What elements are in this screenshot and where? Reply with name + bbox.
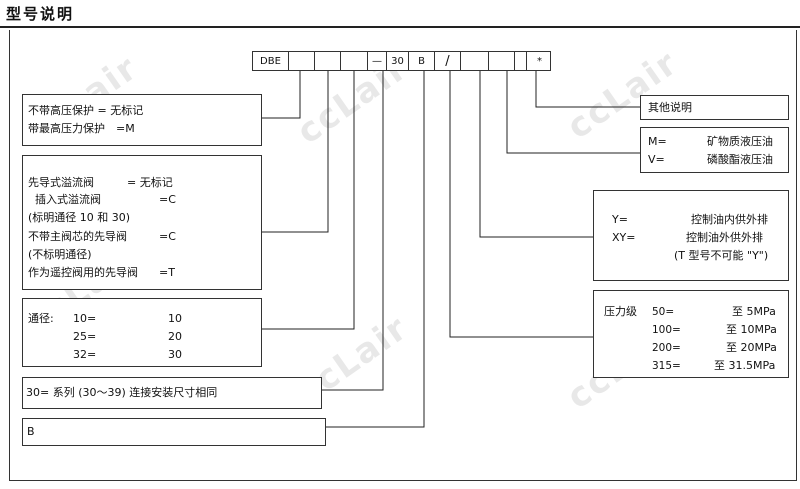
bore-key: 10=: [73, 312, 97, 325]
pressure-value: 至 31.5MPa: [714, 359, 776, 372]
valve-type-note: (标明通径 10 和 30): [28, 211, 131, 224]
bore-value: 30: [168, 348, 182, 361]
bore-key: 25=: [73, 330, 97, 343]
valve-type-box: 先导式溢流阀 = 无标记 插入式溢流阀 =C (标明通径 10 和 30) 不带…: [22, 155, 262, 290]
code-cell: [341, 52, 368, 70]
oil-key: M=: [648, 135, 667, 148]
pressure-label: 压力级: [604, 305, 637, 318]
valve-type-label: 作为遥控阀用的先导阀: [28, 266, 138, 279]
oil-key: V=: [648, 153, 665, 166]
other-text: 其他说明: [648, 101, 692, 114]
oil-value: 磷酸酯液压油: [707, 153, 773, 166]
drain-key: Y=: [612, 213, 628, 226]
b-box: B: [22, 418, 326, 446]
bore-box: 通径: 10= 10 25= 20 32= 30: [22, 298, 262, 367]
code-cell: [489, 52, 515, 70]
drain-value: 控制油外供外排: [686, 231, 763, 244]
valve-type-value: =C: [159, 230, 176, 243]
drain-note: (T 型号不可能 "Y"): [674, 249, 769, 262]
model-code-row: DBE — 30 B / *: [252, 51, 551, 71]
page-title: 型号说明: [6, 5, 75, 23]
oil-box: M= 矿物质液压油 V= 磷酸酯液压油: [640, 127, 789, 173]
valve-type-value: =C: [159, 193, 176, 206]
pressure-key: 50=: [652, 306, 675, 318]
code-cell: [515, 52, 527, 70]
pilot-option: 带最高压力保护 =M: [28, 122, 135, 135]
oil-value: 矿物质液压油: [707, 135, 773, 148]
valve-type-label: 不带主阀芯的先导阀: [28, 230, 127, 243]
diagram-frame: [9, 30, 797, 481]
pressure-value: 至 10MPa: [726, 323, 777, 336]
code-cell: [289, 52, 315, 70]
valve-type-label: 先导式溢流阀: [28, 176, 94, 189]
title-rule: [0, 26, 800, 28]
pressure-value: 至 5MPa: [732, 305, 776, 318]
pilot-option: 不带高压保护 = 无标记: [28, 104, 144, 117]
other-box: 其他说明: [640, 95, 789, 120]
code-cell: /: [435, 52, 461, 70]
code-cell: DBE: [253, 52, 289, 70]
series-text: 30= 系列 (30～39) 连接安装尺寸相同: [26, 386, 218, 399]
bore-label: 通径:: [28, 312, 54, 325]
series-box: 30= 系列 (30～39) 连接安装尺寸相同: [22, 377, 322, 409]
pressure-key: 100=: [652, 324, 681, 336]
pilot-protection-box: 不带高压保护 = 无标记 带最高压力保护 =M: [22, 94, 262, 146]
valve-type-value: =T: [159, 266, 175, 279]
bore-value: 10: [168, 312, 182, 325]
code-cell: 30: [387, 52, 409, 70]
code-cell: —: [368, 52, 387, 70]
pressure-box: 压力级 50= 至 5MPa 100= 至 10MPa 200= 至 20MPa…: [593, 290, 789, 378]
pressure-value: 至 20MPa: [726, 341, 777, 354]
valve-type-label: 插入式溢流阀: [35, 193, 101, 206]
valve-type-note: (不标明通径): [28, 248, 92, 261]
bore-value: 20: [168, 330, 182, 343]
code-cell: [461, 52, 489, 70]
bore-key: 32=: [73, 348, 97, 361]
pressure-key: 200=: [652, 342, 681, 354]
code-cell: B: [409, 52, 435, 70]
valve-type-value: = 无标记: [127, 176, 173, 189]
drain-box: Y= 控制油内供外排 XY= 控制油外供外排 (T 型号不可能 "Y"): [593, 190, 789, 281]
pressure-key: 315=: [652, 360, 681, 372]
code-cell: [315, 52, 341, 70]
code-cell: *: [537, 55, 542, 67]
drain-value: 控制油内供外排: [691, 213, 768, 226]
b-text: B: [27, 425, 35, 438]
drain-key: XY=: [612, 231, 636, 244]
